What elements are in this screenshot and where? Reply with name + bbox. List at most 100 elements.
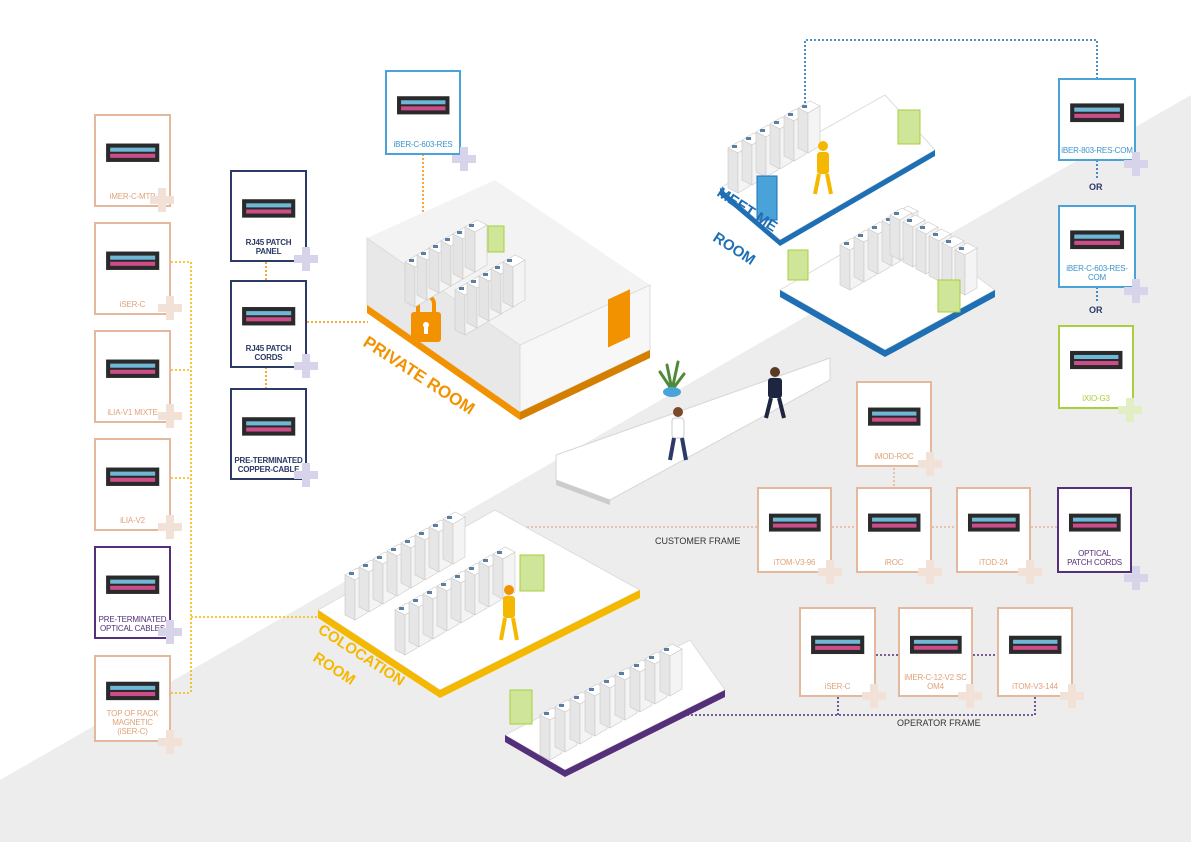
product-image [1005, 618, 1066, 670]
product-label: iROC [884, 558, 904, 567]
product-label: iLIA-V1 MIXTE [107, 408, 158, 417]
card-iber-803-res-com[interactable]: iBER-803-RES-COM [1058, 78, 1136, 161]
product-label: OPTICAL PATCH CORDS [1067, 549, 1122, 567]
plus-icon[interactable] [958, 684, 982, 708]
plus-icon[interactable] [918, 452, 942, 476]
plus-icon[interactable] [158, 515, 182, 539]
card-ilia-v2[interactable]: iLIA-V2 [94, 438, 171, 531]
card-itod-24[interactable]: iTOD-24 [956, 487, 1031, 573]
woman-figure [668, 407, 688, 461]
product-label: TOP OF RACK MAGNETIC (iSER-C) [106, 709, 159, 736]
product-label: PRE-TERMINATED OPTICAL CABLES [98, 615, 167, 633]
server-rack [442, 511, 466, 565]
product-label: RJ45 PATCH PANEL [245, 238, 292, 256]
product-image [102, 233, 163, 286]
product-image [238, 290, 299, 340]
product-label: iTOD-24 [979, 558, 1008, 567]
product-label: iXIO-G3 [1082, 394, 1110, 403]
card-operator-iser-c[interactable]: iSER-C [799, 607, 876, 697]
product-image [102, 557, 163, 610]
card-itom-v3-144[interactable]: iTOM-V3-144 [997, 607, 1073, 697]
product-label: iTOM-V3-96 [773, 558, 816, 567]
product-label: iBER-803-RES-COM [1061, 146, 1133, 155]
plus-icon[interactable] [918, 560, 942, 584]
operator-frame-label: OPERATOR FRAME [897, 718, 981, 728]
colocation-worker-figure [499, 585, 519, 641]
product-label: iMER-C-12-V2 SC OM4 [904, 673, 967, 691]
card-rj45-patch-cords[interactable]: RJ45 PATCH CORDS [230, 280, 307, 368]
kiosk [756, 175, 778, 221]
plus-icon[interactable] [158, 404, 182, 428]
plus-icon[interactable] [158, 730, 182, 754]
product-label: iSER-C [119, 300, 146, 309]
card-ilia-v1-mixte[interactable]: iLIA-V1 MIXTE [94, 330, 171, 423]
customer-frame-label: CUSTOMER FRAME [655, 536, 741, 546]
product-image [1066, 88, 1128, 135]
card-pre-terminated-copper-cable[interactable]: PRE-TERMINATED COPPER-CABLE [230, 388, 307, 480]
plus-icon[interactable] [158, 620, 182, 644]
plus-icon[interactable] [158, 296, 182, 320]
plus-icon[interactable] [1124, 279, 1148, 303]
product-image [1066, 215, 1128, 262]
product-image [102, 449, 163, 502]
plus-icon[interactable] [1018, 560, 1042, 584]
plus-icon[interactable] [150, 188, 174, 212]
plus-icon[interactable] [1124, 566, 1148, 590]
product-image [864, 391, 925, 440]
product-image [1066, 335, 1127, 383]
server-rack [659, 643, 683, 697]
card-iber-c-603-res-com[interactable]: iBER-C-603-RES-COM [1058, 205, 1136, 288]
product-image [964, 497, 1024, 546]
server-racks [344, 100, 978, 761]
product-image [1065, 497, 1125, 546]
green-cabinets [487, 109, 961, 725]
product-image [238, 399, 299, 452]
product-label: iBER-C-603-RES-COM [1066, 264, 1128, 282]
card-iber-c-603-res[interactable]: iBER-C-603-RES [385, 70, 461, 155]
plus-icon[interactable] [1118, 398, 1142, 422]
product-image [807, 618, 868, 670]
card-iroc[interactable]: iROC [856, 487, 932, 573]
plus-icon[interactable] [862, 684, 886, 708]
plus-icon[interactable] [294, 354, 318, 378]
plus-icon[interactable] [294, 463, 318, 487]
product-label: PRE-TERMINATED COPPER-CABLE [234, 456, 303, 474]
card-itom-v3-96[interactable]: iTOM-V3-96 [757, 487, 832, 573]
server-rack [797, 100, 821, 154]
product-label: iMER-C-MTP [109, 192, 156, 201]
walkway-edge [556, 480, 610, 505]
product-image [906, 618, 966, 670]
product-label: iTOM-V3-144 [1012, 682, 1058, 691]
plus-icon[interactable] [452, 147, 476, 171]
product-image [102, 341, 163, 394]
product-image [864, 497, 925, 546]
server-rack [502, 254, 526, 308]
plus-icon[interactable] [1124, 152, 1148, 176]
product-image [393, 80, 454, 129]
card-imer-c-12-v2-sc-om4[interactable]: iMER-C-12-V2 SC OM4 [898, 607, 973, 697]
card-top-of-rack-magnetic[interactable]: TOP OF RACK MAGNETIC (iSER-C) [94, 655, 171, 742]
walkway [555, 357, 831, 501]
plus-icon[interactable] [294, 247, 318, 271]
card-imod-roc[interactable]: iMOD-ROC [856, 381, 932, 467]
card-iser-c[interactable]: iSER-C [94, 222, 171, 315]
or-label-1: OR [1089, 182, 1103, 192]
product-image [238, 181, 299, 234]
card-rj45-patch-panel[interactable]: RJ45 PATCH PANEL [230, 170, 307, 262]
or-label-2: OR [1089, 305, 1103, 315]
product-label: RJ45 PATCH CORDS [245, 344, 292, 362]
card-optical-patch-cords[interactable]: OPTICAL PATCH CORDS [1057, 487, 1132, 573]
product-image [102, 125, 163, 178]
product-image [765, 497, 825, 546]
card-pre-terminated-optical-cables[interactable]: PRE-TERMINATED OPTICAL CABLES [94, 546, 171, 639]
product-image [102, 665, 163, 715]
product-label: iBER-C-603-RES [393, 140, 453, 149]
product-label: iSER-C [824, 682, 851, 691]
plus-icon[interactable] [1060, 684, 1084, 708]
card-ixio-g3[interactable]: iXIO-G3 [1058, 325, 1134, 409]
meet-me-worker-figure [813, 141, 833, 195]
plus-icon[interactable] [818, 560, 842, 584]
meet-me-room-title-line2: ROOM [710, 229, 758, 269]
